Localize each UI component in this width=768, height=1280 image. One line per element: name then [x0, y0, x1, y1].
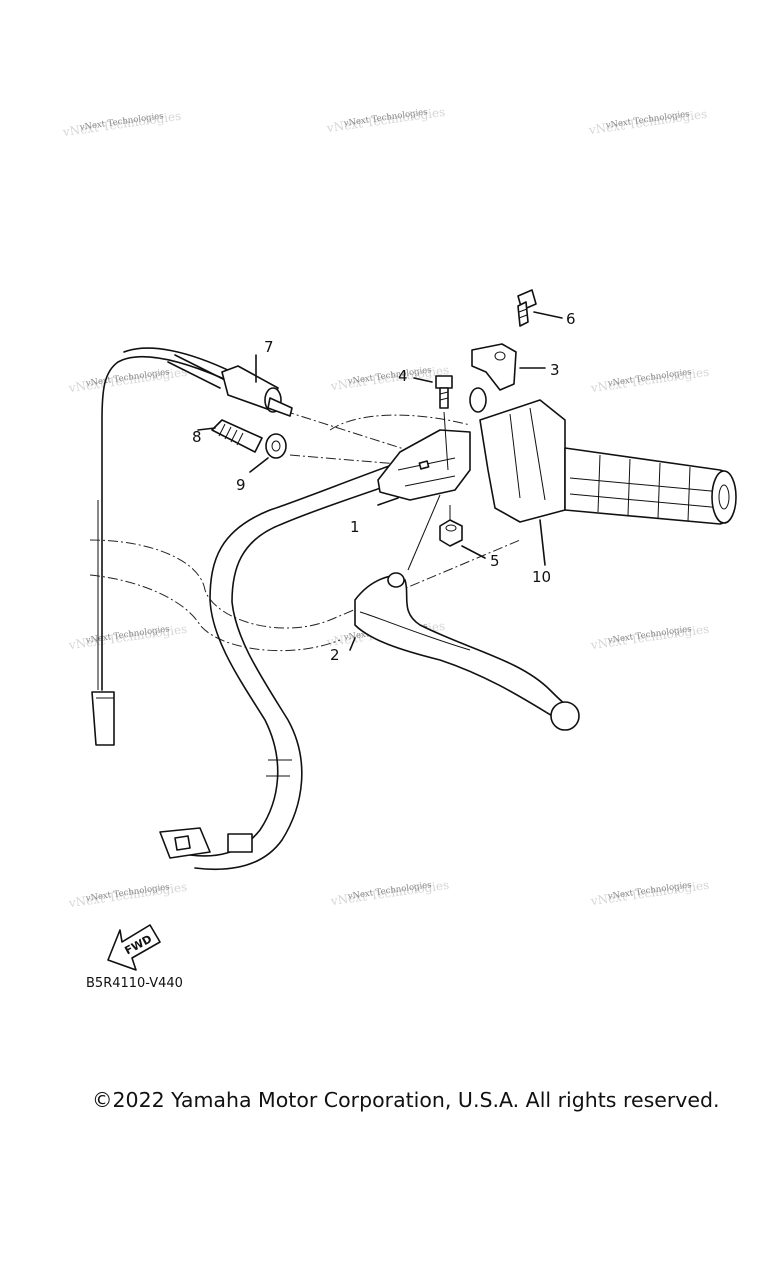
- part-10-switch-housing: [479, 399, 737, 566]
- part-4-bolt: [413, 375, 453, 471]
- part-3-clamp: [469, 343, 546, 413]
- diagram-code: B5R4110-V440: [86, 976, 183, 991]
- copyright-notice: ©2022 Yamaha Motor Corporation, U.S.A. A…: [92, 1088, 720, 1112]
- part-1-lever-holder: [377, 429, 471, 506]
- forward-arrow-icon: FWD: [107, 924, 161, 971]
- part-5-nut: [439, 505, 486, 559]
- callout-5: 5: [490, 552, 500, 570]
- part-7-switch: [167, 354, 293, 417]
- harness-cable: [159, 461, 411, 871]
- callout-9: 9: [236, 476, 246, 494]
- callout-3: 3: [550, 361, 560, 379]
- callout-7: 7: [264, 338, 274, 356]
- callout-4: 4: [398, 367, 408, 385]
- part-9-locknut: [249, 433, 287, 473]
- callout-10: 10: [532, 568, 551, 586]
- callout-1: 1: [350, 518, 360, 536]
- callout-8: 8: [192, 428, 202, 446]
- part-2-lever: [349, 494, 580, 731]
- callout-6: 6: [566, 310, 576, 328]
- part-8-adjuster: [197, 419, 263, 453]
- part-6-bolt: [517, 289, 563, 327]
- callout-2: 2: [330, 646, 340, 664]
- switch-wire: [91, 347, 233, 746]
